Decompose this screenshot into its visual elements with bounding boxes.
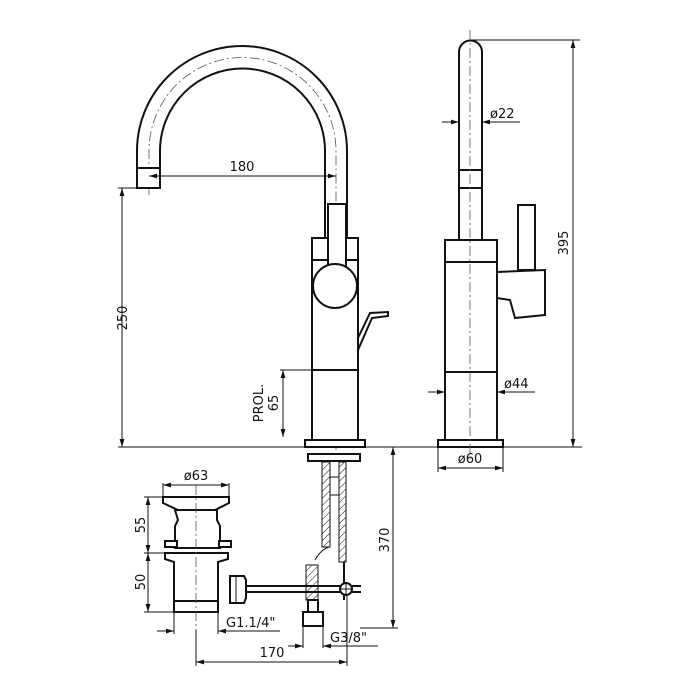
supply-nut	[302, 611, 324, 627]
dim-waste-diameter: ø63	[184, 469, 209, 484]
dim-spout-reach: 180	[230, 160, 255, 175]
shank-hatch-left	[321, 461, 331, 548]
cartridge-cap	[312, 263, 358, 309]
dim-extension-label: PROL.	[252, 384, 267, 422]
dim-total-height: 395	[557, 231, 572, 256]
dim-under-deck-length: 370	[378, 528, 393, 553]
side-body	[444, 239, 498, 441]
side-base	[437, 439, 504, 448]
dim-waste-thread: G1.1/4"	[226, 616, 275, 631]
dim-waste-offset: 170	[260, 646, 285, 661]
supply-hose	[305, 564, 319, 601]
dim-body-diameter: ø44	[504, 377, 529, 392]
side-stem	[458, 39, 483, 240]
side-cartridge	[496, 268, 546, 320]
side-lever	[517, 204, 536, 271]
front-dimensions: 250 180 PROL. 65	[116, 160, 336, 447]
pop-up-rod	[357, 310, 389, 351]
dim-spout-height: 250	[116, 306, 131, 331]
shank-hatch-right	[338, 461, 347, 563]
dim-waste-lower: 50	[134, 574, 149, 591]
spout-outer	[136, 45, 348, 238]
under-deck-dimensions: ø63 55 50 G1.1/4" G3/8" 170 370	[134, 447, 398, 666]
dim-extension-value: 65	[267, 395, 282, 412]
dim-stem-diameter: ø22	[490, 107, 515, 122]
front-view	[118, 45, 582, 450]
dim-supply-thread: G3/8"	[330, 631, 367, 646]
spout-inner	[159, 67, 326, 238]
spout-outlet	[136, 167, 161, 189]
side-view	[437, 30, 546, 460]
base-ring	[304, 439, 366, 448]
side-dimensions: ø22 ø44 ø60 395	[428, 39, 580, 472]
under-deck-view	[162, 453, 361, 630]
dim-waste-upper: 55	[134, 517, 149, 534]
waste-nut	[229, 575, 247, 604]
lever-handle	[327, 203, 347, 269]
dim-base-diameter: ø60	[458, 452, 483, 467]
